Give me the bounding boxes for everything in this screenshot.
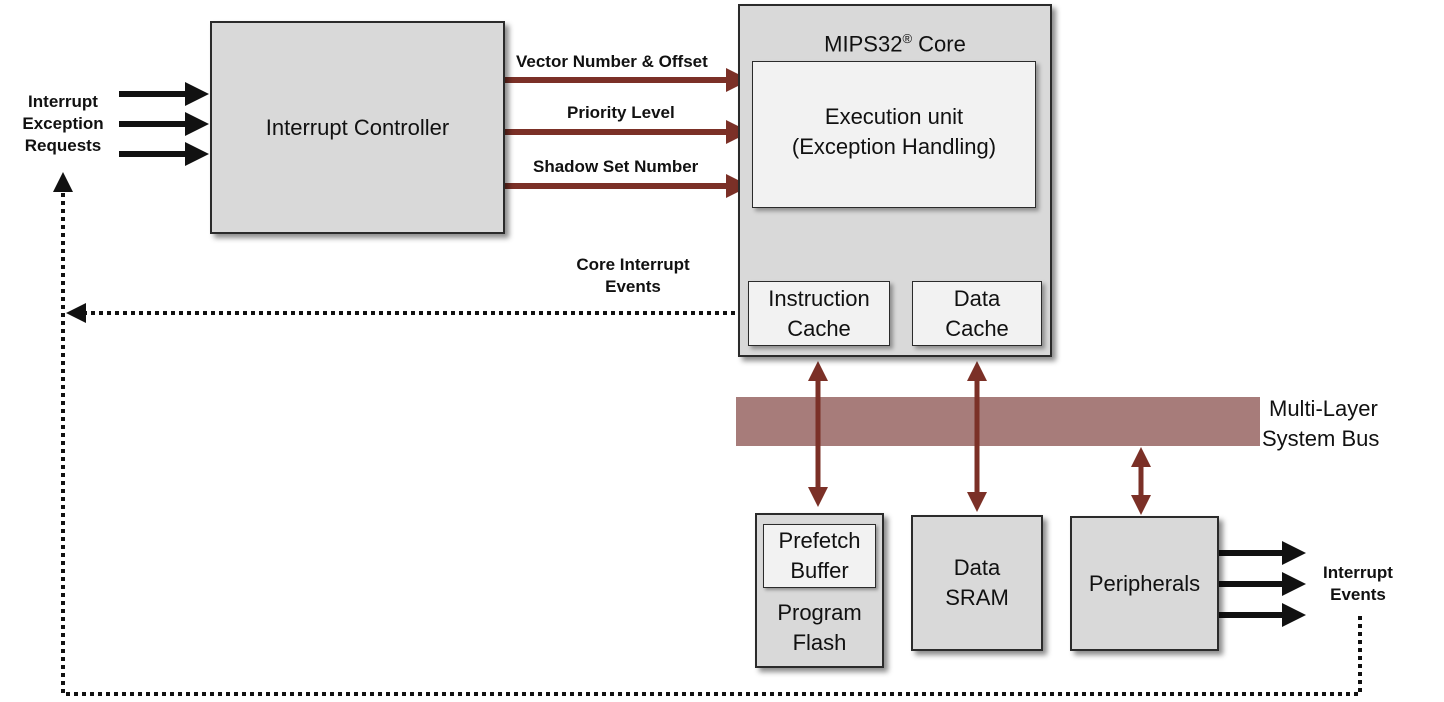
instruction-cache-box: Instruction Cache: [748, 281, 890, 346]
core-events-label: Core Interrupt Events: [570, 254, 696, 298]
peripherals-box: Peripherals: [1070, 516, 1219, 651]
priority-signal-label: Priority Level: [567, 103, 675, 122]
data-cache-box: Data Cache: [912, 281, 1042, 346]
interrupt-events-label-line-2: Events: [1330, 585, 1386, 604]
data-sram-box: Data SRAM: [911, 515, 1043, 651]
core-title-suffix: Core: [912, 31, 966, 57]
data-cache-label-line-2: Cache: [945, 315, 1009, 341]
instruction-cache-label-line-1: Instruction: [768, 285, 870, 311]
requests-label-line-3: Requests: [24, 136, 102, 155]
shadow-signal-label: Shadow Set Number: [533, 157, 699, 176]
system-bus-label: Multi-Layer System Bus: [1262, 394, 1379, 454]
data-sram-label-line-2: SRAM: [945, 585, 1009, 610]
execution-unit-label-line-1: Execution unit: [824, 104, 964, 129]
instruction-cache-label-line-2: Cache: [787, 315, 851, 341]
program-flash-label-line-2: Flash: [792, 630, 847, 655]
requests-label: Interrupt Exception Requests: [8, 91, 118, 157]
vector-signal-label: Vector Number & Offset: [516, 52, 708, 71]
system-bus-bar: [736, 397, 1260, 446]
interrupt-events-dotted-path: [53, 172, 1362, 696]
data-cache-label-line-1: Data: [953, 285, 1001, 311]
execution-unit-box: Execution unit (Exception Handling): [752, 61, 1036, 208]
data-sram-label-line-1: Data: [953, 555, 1001, 580]
system-bus-label-line-1: Multi-Layer: [1269, 396, 1378, 421]
requests-label-line-2: Exception: [22, 114, 104, 133]
prefetch-buffer-label-line-2: Buffer: [790, 558, 849, 583]
interrupt-controller-box: Interrupt Controller: [210, 21, 505, 234]
interrupt-events-label: Interrupt Events: [1310, 562, 1406, 606]
core-title: MIPS32® Core: [824, 24, 966, 59]
prefetch-buffer-label-line-1: Prefetch: [778, 528, 861, 553]
prefetch-buffer-box: Prefetch Buffer: [763, 524, 876, 588]
program-flash-label-line-1: Program: [777, 600, 862, 625]
peripherals-label: Peripherals: [1088, 570, 1201, 596]
system-bus-label-line-2: System Bus: [1262, 426, 1380, 451]
core-title-name: MIPS32: [824, 31, 903, 57]
interrupt-events-label-line-1: Interrupt: [1323, 563, 1393, 582]
core-title-registered-mark: ®: [902, 31, 913, 46]
interrupt-controller-label: Interrupt Controller: [265, 114, 450, 140]
core-events-label-line-1: Core Interrupt: [576, 255, 690, 274]
requests-label-line-1: Interrupt: [28, 92, 98, 111]
core-events-label-line-2: Events: [605, 277, 661, 296]
execution-unit-label-line-2: (Exception Handling): [791, 134, 997, 159]
